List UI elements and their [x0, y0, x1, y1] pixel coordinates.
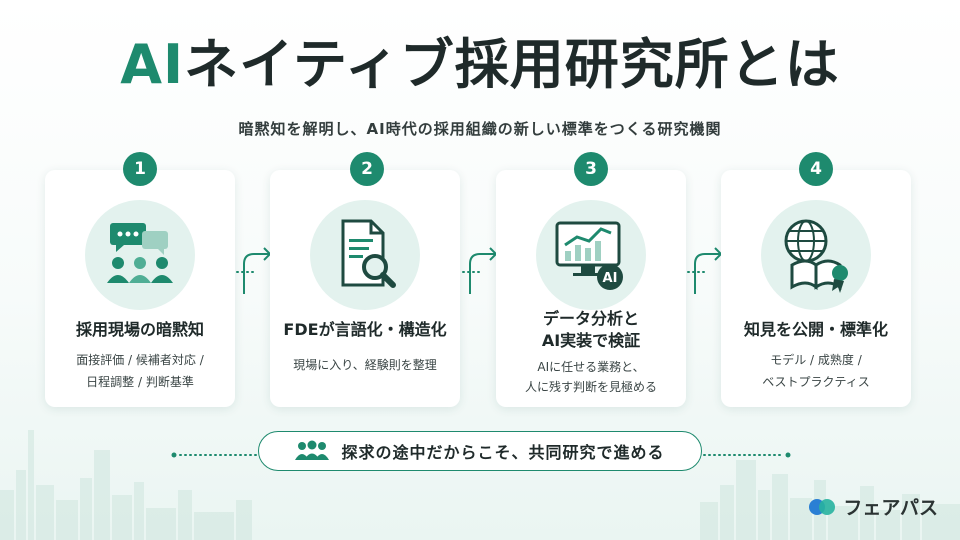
icon-circle: [761, 200, 871, 310]
banner-dotted-line-right: [703, 452, 791, 458]
step-number-3: 3: [574, 152, 608, 186]
page-title-accent: AI: [120, 33, 185, 96]
icon-circle: AI: [536, 200, 646, 310]
ai-badge-text: AI: [603, 271, 618, 286]
step-card-1: 採用現場の暗黙知 面接評価 / 候補者対応 / 日程調整 / 判断基準: [45, 170, 235, 407]
banner-dotted-line-left: [171, 452, 259, 458]
team-people-icon: [295, 440, 330, 460]
step-number-2: 2: [350, 152, 384, 186]
step-desc-3-line-1: AIに任せる業務と、: [537, 360, 645, 374]
discussion-people-icon: [107, 223, 173, 283]
step-desc-1-line-2: 日程調整 / 判断基準: [86, 375, 194, 389]
step-card-4: 知見を公開・標準化 モデル / 成熟度 / ベストプラクティス: [721, 170, 911, 407]
icon-circle: [85, 200, 195, 310]
step-desc-4-line-2: ベストプラクティス: [762, 375, 870, 389]
step-card-3: AI データ分析と AI実装で検証 AIに任せる業務と、 人に残す判断を見極める: [496, 170, 686, 407]
city-skyline-background: [0, 430, 960, 540]
step-desc-4-line-1: モデル / 成熟度 /: [770, 353, 862, 367]
company-logo: フェアパス: [807, 493, 938, 520]
analytics-monitor-icon: AI: [555, 221, 623, 290]
step-number-1: 1: [123, 152, 157, 186]
document-search-icon: [341, 219, 396, 288]
logo-text: フェアパス: [843, 497, 938, 519]
step-desc-1-line-1: 面接評価 / 候補者対応 /: [76, 353, 204, 367]
step-desc-3-line-2: 人に残す判断を見極める: [524, 380, 657, 394]
step-title-4: 知見を公開・標準化: [743, 320, 888, 339]
page-title-rest: ネイティブ採用研究所とは: [184, 33, 840, 96]
step-title-3-line-1: データ分析と: [542, 309, 639, 328]
step-card-2: FDEが言語化・構造化 現場に入り、経験則を整理: [270, 170, 460, 407]
page-title: AIネイティブ採用研究所とは: [0, 30, 960, 100]
banner-text: 探求の途中だからこそ、共同研究で進める: [341, 443, 665, 462]
step-title-2: FDEが言語化・構造化: [283, 320, 447, 339]
step-title-1: 採用現場の暗黙知: [75, 320, 204, 339]
page-subtitle: 暗黙知を解明し、AI時代の採用組織の新しい標準をつくる研究機関: [238, 120, 722, 138]
step-title-3-line-2: AI実装で検証: [541, 331, 641, 350]
step-number-4: 4: [799, 152, 833, 186]
collaboration-banner: 探求の途中だからこそ、共同研究で進める: [258, 431, 702, 471]
globe-book-icon: [784, 219, 848, 293]
icon-circle: [310, 200, 420, 310]
step-desc-2-line-1: 現場に入り、経験則を整理: [293, 358, 437, 372]
logo-mark-icon: [809, 498, 836, 515]
